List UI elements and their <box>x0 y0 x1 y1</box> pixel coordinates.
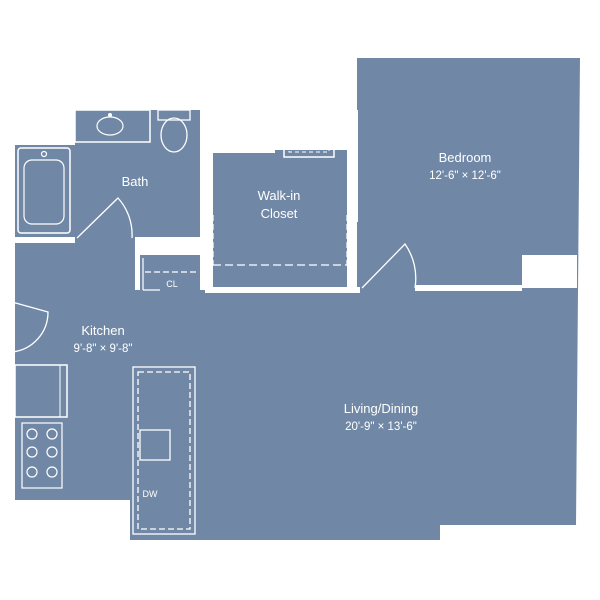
sink-icon <box>74 109 151 143</box>
walkin-name-2: Closet <box>261 206 298 221</box>
bedroom-name: Bedroom <box>439 150 492 165</box>
kitchen-name: Kitchen <box>81 323 124 338</box>
kitchen-dims: 9'-8" × 9'-8" <box>74 343 133 355</box>
door-swing-icon <box>11 197 417 353</box>
toilet-icon <box>157 109 191 153</box>
closet-rods <box>212 215 348 266</box>
range-icon <box>21 422 63 489</box>
living-dims: 20'-9" × 13'-6" <box>345 421 417 433</box>
cl-label: CL <box>166 279 178 289</box>
bath-name: Bath <box>122 174 149 189</box>
bedroom-floor <box>197 58 580 540</box>
dw-label: DW <box>143 489 158 499</box>
walkin-name-1: Walk-in <box>258 188 301 203</box>
cl-closet: CL <box>142 258 198 291</box>
bedroom-dims: 12'-6" × 12'-6" <box>429 170 501 182</box>
refrigerator-icon <box>14 364 68 418</box>
walkin-floor <box>213 150 347 290</box>
living-name: Living/Dining <box>344 401 418 416</box>
bedroom-notch <box>522 255 577 288</box>
bath-floor <box>15 110 200 240</box>
washer-dryer: W/D <box>283 111 335 158</box>
floor-fill <box>12 58 580 540</box>
kitchen-floor <box>12 240 197 540</box>
kitchen-island <box>132 366 196 535</box>
wd-label: W/D <box>300 130 318 140</box>
bathtub-icon <box>17 147 71 234</box>
walls <box>12 110 522 293</box>
